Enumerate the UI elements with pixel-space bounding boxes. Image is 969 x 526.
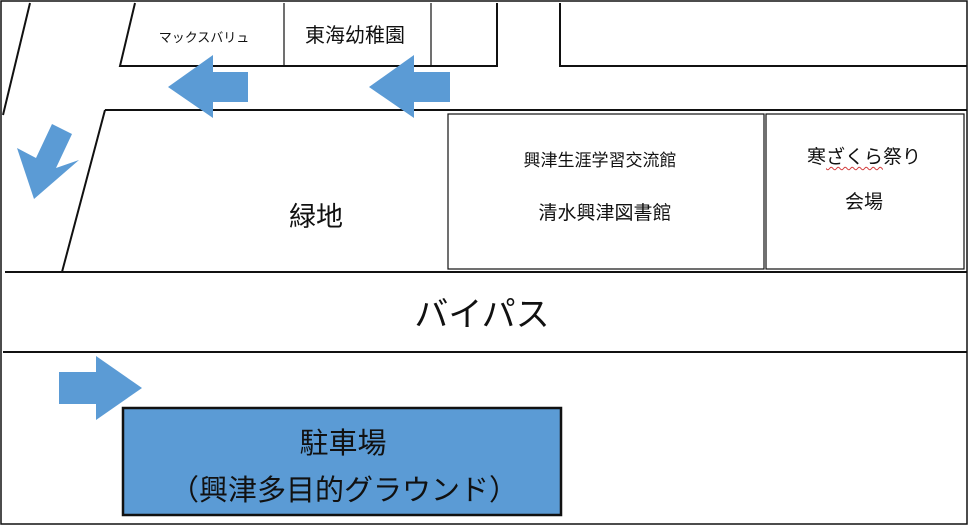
library-label: 清水興津図書館: [538, 202, 672, 224]
road-edge-top-left: [2, 2, 31, 116]
arrow-down-left-icon: [17, 124, 79, 199]
arrow-right-icon: [59, 356, 142, 420]
parking-box: [121, 406, 563, 517]
festival-venue-suffix: 祭り: [883, 146, 922, 168]
shop-block-outline: [118, 2, 498, 67]
parking-label: 駐車場: [299, 426, 387, 460]
parking-sublabel: （興津多目的グラウンド）: [169, 473, 519, 507]
green-area-label: 緑地: [289, 202, 343, 233]
kindergarten-label: 東海幼稚園: [305, 23, 405, 47]
festival-venue-prefix: 寒: [806, 146, 826, 168]
arrow-left-icon: [168, 55, 248, 118]
building-top-right: [559, 3, 967, 67]
lifelong-center-box: [447, 113, 765, 270]
middle-block-left-edge: [61, 109, 106, 273]
festival-venue-box: [765, 113, 965, 270]
festival-venue-sakura: ざくら: [825, 146, 884, 168]
bypass-label: バイパス: [414, 295, 550, 335]
maxvalu-label: マックスバリュ: [158, 31, 250, 46]
lifelong-center-label: 興津生涯学習交流館: [523, 151, 677, 171]
festival-venue-line1: 寒ざくら祭り: [807, 142, 921, 169]
festival-venue-line2: 会場: [844, 191, 884, 213]
arrow-left-icon: [369, 55, 450, 118]
